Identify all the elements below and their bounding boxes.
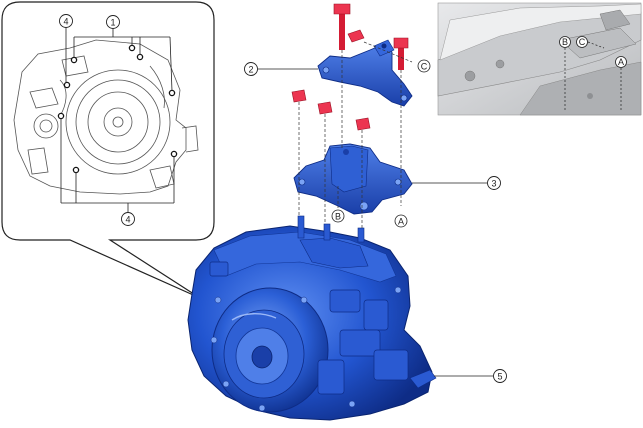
callout-1: 1 — [106, 15, 120, 29]
inset-point-a: A — [618, 57, 624, 67]
leader-lines-1 — [73, 29, 173, 92]
detail-view-bubble: 1 4 4 — [1, 1, 215, 299]
callout-4-bottom: 4 — [121, 212, 135, 226]
assembly-lines — [298, 41, 413, 228]
callout-5: 5 — [434, 369, 507, 383]
point-c-main-label: C — [421, 62, 428, 72]
callout-3: 3 — [412, 176, 501, 190]
callout-2-label: 2 — [248, 65, 253, 75]
inset-point-c: C — [579, 37, 586, 47]
inset-point-b: B — [562, 37, 568, 47]
transmission-mount-insulator — [317, 39, 413, 107]
callout-2: 2 — [244, 62, 318, 76]
callout-4-top: 4 — [59, 14, 73, 28]
callout-4-bottom-label: 4 — [125, 215, 130, 225]
point-b-main: B — [331, 209, 345, 223]
point-c-main: C — [417, 59, 431, 73]
vehicle-frame-inset: B C A — [437, 2, 642, 116]
point-a-main: A — [394, 214, 408, 228]
callout-3-label: 3 — [491, 179, 496, 189]
point-a-main-label: A — [398, 217, 404, 227]
transmission-assembly — [187, 215, 437, 421]
callout-1-label: 1 — [110, 18, 115, 28]
mount-bolts — [291, 3, 409, 131]
callout-5-label: 5 — [497, 372, 502, 382]
leader-lines-4-bottom — [60, 118, 175, 212]
transmission-mount-bracket — [293, 143, 413, 215]
callout-4-top-label: 4 — [63, 17, 68, 27]
point-b-main-label: B — [335, 212, 341, 222]
